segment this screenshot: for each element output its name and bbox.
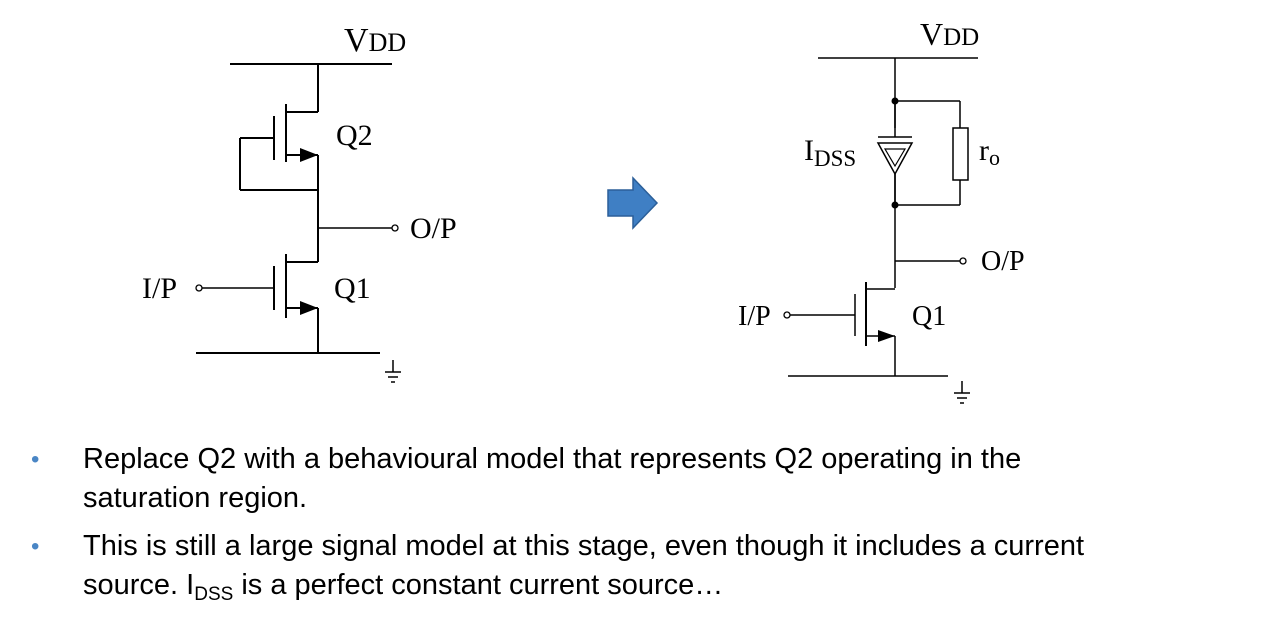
bullet-item: • Replace Q2 with a behavioural model th…: [0, 440, 1270, 518]
right-input-label: I/P: [738, 301, 771, 332]
bullet-icon: •: [31, 533, 40, 560]
left-input-label: I/P: [142, 272, 177, 305]
right-output-terminal: [959, 257, 967, 265]
current-source-icon: [876, 101, 914, 205]
left-output-terminal: [391, 224, 399, 232]
right-arrow-icon: [607, 176, 659, 230]
right-vdd-label: VDD: [920, 16, 979, 52]
left-output-label: O/P: [410, 212, 457, 245]
bullet-text-line1: This is still a large signal model at th…: [83, 530, 1085, 562]
bullet-text-line2: saturation region.: [83, 482, 308, 514]
left-circuit: VDD Q2 O/P I/P Q1: [142, 22, 457, 383]
right-output-label: O/P: [981, 246, 1025, 277]
bullet-text-line2: source. IDSS is a perfect constant curre…: [83, 569, 724, 605]
ro-label: ro: [979, 134, 1000, 170]
right-input-terminal: [783, 311, 791, 319]
left-q2-transistor: [239, 104, 318, 191]
left-q2-label: Q2: [336, 119, 373, 152]
bullet-list: • Replace Q2 with a behavioural model th…: [0, 440, 1270, 623]
right-q1-transistor: [854, 282, 895, 346]
bullet-item: • This is still a large signal model at …: [0, 527, 1270, 614]
bullet-text-line1: Replace Q2 with a behavioural model that…: [83, 443, 1022, 475]
right-q1-label: Q1: [912, 301, 946, 332]
idss-label: IDSS: [804, 134, 856, 171]
right-ground-icon: [954, 381, 970, 404]
left-ground-icon: [385, 360, 401, 383]
left-vdd-label: VDD: [344, 22, 406, 59]
left-input-terminal: [195, 284, 203, 292]
bullet-icon: •: [31, 446, 40, 473]
ro-resistor-icon: [952, 127, 969, 181]
left-q1-label: Q1: [334, 272, 371, 305]
right-circuit: VDD IDSS ro O/P: [738, 16, 1025, 404]
left-q1-transistor: [273, 254, 318, 318]
circuit-diagram: VDD Q2 O/P I/P Q1: [142, 16, 1025, 404]
